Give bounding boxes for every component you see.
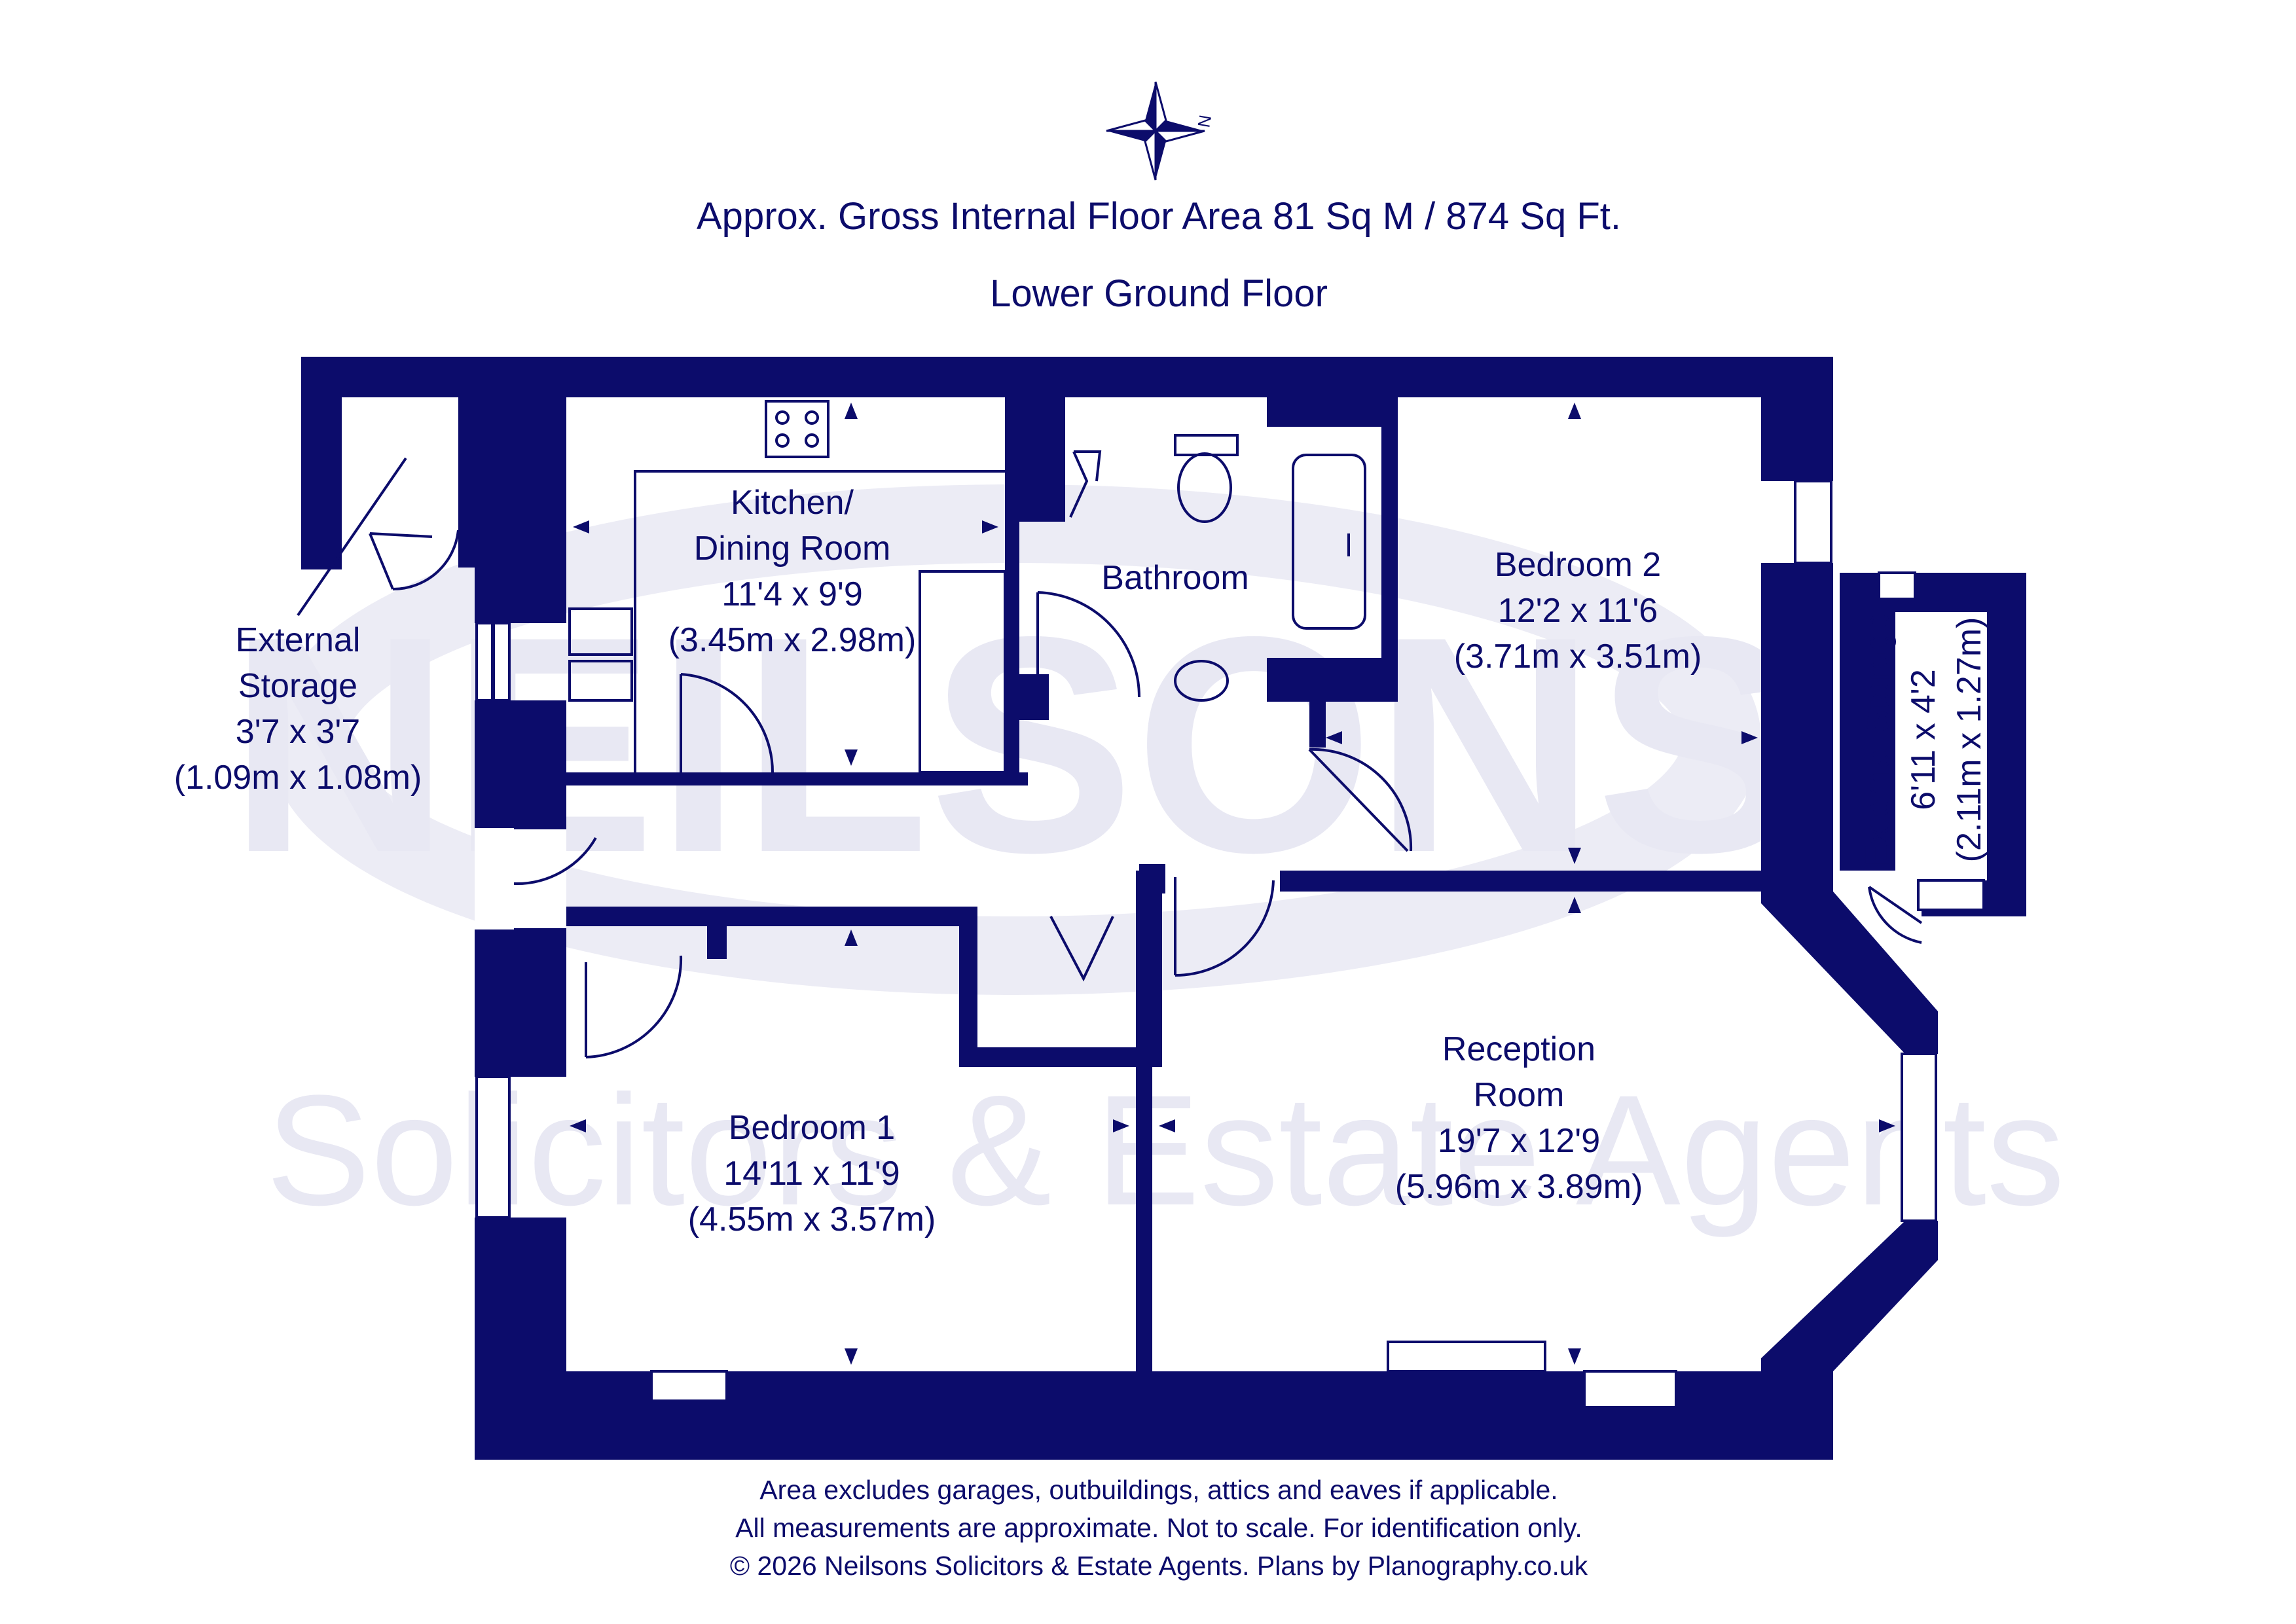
bedroom2-imperial: 12'2 x 11'6 [1498, 592, 1658, 630]
bedroom2-metric: (3.71m x 3.51m) [1454, 638, 1702, 676]
footer-line3: © 2026 Neilsons Solicitors & Estate Agen… [730, 1551, 1588, 1581]
floor-title: Lower Ground Floor [990, 272, 1328, 315]
area-title: Approx. Gross Internal Floor Area 81 Sq … [697, 195, 1621, 238]
bedroom2-name: Bedroom 2 [1495, 546, 1661, 584]
room-kitchen: Kitchen/ Dining Room 11'4 x 9'9 (3.45m x… [668, 484, 917, 659]
bath-icon [1292, 454, 1366, 630]
compass-icon: N [1106, 81, 1215, 181]
kitchen-name-line1: Kitchen/ [731, 484, 854, 522]
room-external-storage-left: External Storage 3'7 x 3'7 (1.09m x 1.08… [174, 621, 422, 797]
hob-icon [765, 400, 829, 458]
kitchen-metric: (3.45m x 2.98m) [668, 621, 917, 659]
room-bedroom1: Bedroom 1 14'11 x 11'9 (4.55m x 3.57m) [688, 1109, 936, 1238]
ext-storage-left-name-line2: Storage [238, 667, 357, 705]
kitchen-unit [919, 570, 1006, 774]
footer: Area excludes garages, outbuildings, att… [730, 1475, 1588, 1581]
ext-storage-right-imperial: 6'11 x 4'2 [1904, 669, 1942, 810]
ext-storage-left-metric: (1.09m x 1.08m) [174, 759, 422, 797]
toilet-icon [1174, 434, 1239, 523]
kitchen-imperial: 11'4 x 9'9 [721, 575, 863, 613]
fixtures [568, 400, 1546, 1373]
reception-metric: (5.96m x 3.89m) [1395, 1168, 1643, 1206]
compass-north-label: N [1194, 113, 1215, 129]
basin-icon [1174, 660, 1229, 702]
bathroom-name: Bathroom [1101, 559, 1248, 597]
bedroom1-name: Bedroom 1 [729, 1109, 895, 1147]
room-reception: Reception Room 19'7 x 12'9 (5.96m x 3.89… [1395, 1030, 1643, 1206]
bedroom1-imperial: 14'11 x 11'9 [723, 1155, 900, 1193]
room-bedroom2: Bedroom 2 12'2 x 11'6 (3.71m x 3.51m) [1454, 546, 1702, 676]
watermark-tagline: Solicitors & Estate Agents [266, 1062, 2065, 1238]
kitchen-worktop [634, 470, 1005, 772]
reception-name-line2: Room [1474, 1076, 1565, 1114]
ext-storage-right-metric: (2.11m x 1.27m) [1950, 617, 1988, 863]
room-external-storage-right: External Storage 6'11 x 4'2 (2.11m x 1.2… [1859, 613, 1988, 866]
dimension-arrow-icon [570, 403, 1895, 1365]
windows [475, 480, 1985, 1409]
footer-line1: Area excludes garages, outbuildings, att… [759, 1475, 1558, 1505]
reception-imperial: 19'7 x 12'9 [1438, 1122, 1600, 1160]
footer-line2: All measurements are approximate. Not to… [735, 1513, 1582, 1543]
ext-storage-right-name: External Storage [1859, 613, 1897, 866]
reception-name-line1: Reception [1442, 1030, 1595, 1068]
bedroom1-metric: (4.55m x 3.57m) [688, 1200, 936, 1238]
sink-icon [568, 607, 633, 702]
ext-storage-left-name-line1: External [236, 621, 361, 659]
fireplace [1387, 1341, 1546, 1373]
kitchen-name-line2: Dining Room [694, 530, 891, 568]
ext-storage-left-imperial: 3'7 x 3'7 [236, 713, 360, 751]
door-gaps [475, 828, 566, 929]
door-swing-icon [297, 450, 1923, 1058]
